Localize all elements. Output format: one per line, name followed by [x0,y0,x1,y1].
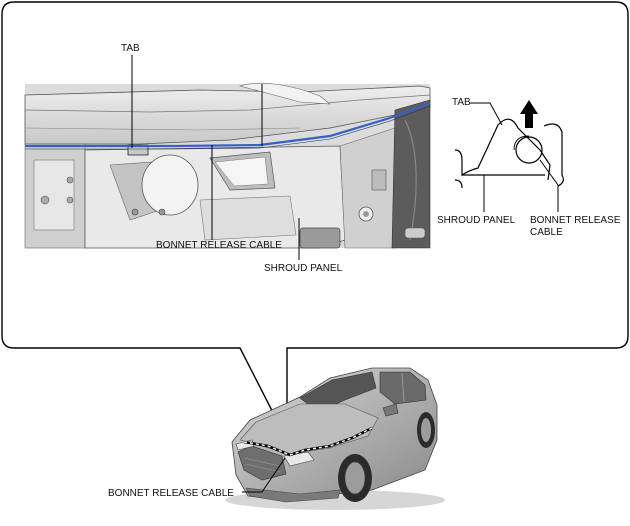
bonnet-release-cable-highlight [25,101,431,148]
up-arrow-icon [520,100,538,128]
vehicle-illustration [225,367,445,510]
shroud-panel-label-detail: SHROUD PANEL [437,215,516,226]
tab-label-detail: TAB [452,97,471,108]
bonnet-release-cable-label-detail-line2: CABLE [530,227,563,238]
tab-label-main: TAB [121,43,140,54]
bonnet-release-cable-label-main: BONNET RELEASE CABLE [156,240,282,251]
bonnet-release-cable-label-vehicle: BONNET RELEASE CABLE [108,488,234,499]
bonnet-release-cable-label-detail-line1: BONNET RELEASE [530,215,621,226]
tab-detail-sketch [454,118,564,189]
shroud-panel-photo [24,82,431,249]
shroud-panel-label-main: SHROUD PANEL [264,263,343,274]
